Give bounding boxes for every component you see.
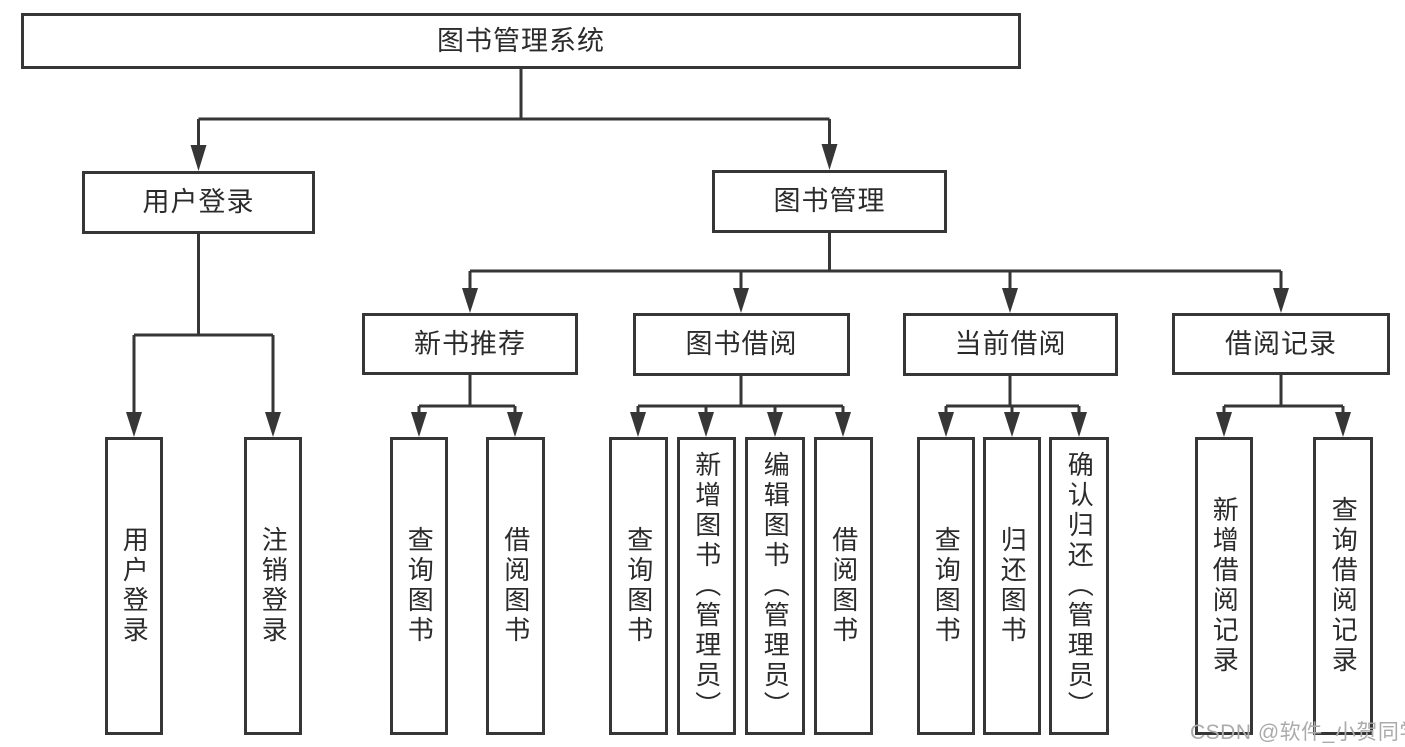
arrowhead: [821, 144, 838, 170]
csdn-watermark: CSDN @软件_小贺同学: [1190, 721, 1405, 744]
node-book-borrow: 图书借阅: [633, 313, 850, 376]
arrowhead: [1002, 288, 1018, 313]
leaf-label: 新增图书（管理员）: [692, 451, 721, 721]
leaf-label: 查询图书: [624, 526, 653, 646]
connector-borrow-group: [636, 376, 845, 414]
arrowhead: [507, 412, 523, 437]
node-new-book-recommend: 新书推荐: [362, 313, 578, 375]
connector-root-to-level2: [197, 69, 831, 148]
leaf-return-books: 归还图书: [983, 437, 1041, 735]
leaf-borrow-book: 借阅图书: [814, 437, 873, 735]
leaf-label: 注销登录: [258, 526, 288, 646]
arrowhead: [630, 412, 646, 437]
arrowhead: [733, 288, 749, 313]
leaf-user-login: 用户登录: [105, 437, 163, 735]
leaf-logout: 注销登录: [244, 437, 302, 735]
leaf-label: 查询图书: [931, 526, 961, 646]
leaf-label: 新增借阅记录: [1209, 496, 1239, 676]
arrowhead: [411, 412, 427, 437]
arrowhead: [462, 288, 478, 313]
node-borrow-records: 借阅记录: [1172, 313, 1390, 375]
arrowhead: [1216, 412, 1232, 437]
leaf-label: 借阅图书: [829, 526, 858, 646]
node-label: 用户登录: [142, 187, 255, 217]
leaf-add-book-admin: 新增图书（管理员）: [677, 437, 736, 735]
arrowhead: [1071, 412, 1087, 437]
leaf-confirm-return-admin: 确认归还（管理员）: [1049, 437, 1109, 735]
arrowhead: [1335, 412, 1351, 437]
arrowhead: [938, 412, 954, 437]
node-label: 图书借阅: [685, 329, 798, 359]
node-label: 图书管理: [773, 186, 886, 216]
leaf-label: 用户登录: [119, 526, 149, 646]
leaf-recommend-borrow-books: 借阅图书: [486, 437, 545, 735]
connector-login-group: [132, 234, 275, 414]
connector-records-group: [1222, 375, 1345, 414]
connector-recommend-group: [417, 375, 517, 414]
leaf-label: 查询图书: [404, 526, 434, 646]
arrowhead: [1004, 412, 1020, 437]
leaf-label: 借阅图书: [501, 526, 530, 646]
connector-management-to-level3: [468, 233, 1283, 291]
node-user-login: 用户登录: [82, 171, 315, 234]
arrowhead: [698, 412, 714, 437]
leaf-label: 编辑图书（管理员）: [760, 451, 790, 721]
leaf-label: 确认归还（管理员）: [1064, 451, 1094, 721]
arrowhead: [126, 412, 142, 437]
node-current-borrow: 当前借阅: [903, 313, 1118, 376]
node-label: 新书推荐: [414, 328, 526, 359]
arrowhead: [1273, 288, 1289, 313]
node-root-system: 图书管理系统: [21, 13, 1021, 69]
leaf-label: 归还图书: [997, 526, 1027, 646]
arrowhead: [190, 145, 207, 171]
leaf-query-borrow-record: 查询借阅记录: [1313, 437, 1373, 735]
leaf-current-query-books: 查询图书: [917, 437, 975, 735]
leaf-borrow-query-books: 查询图书: [609, 437, 668, 735]
leaf-edit-book-admin: 编辑图书（管理员）: [745, 437, 805, 735]
arrowhead: [265, 412, 281, 437]
arrowhead: [835, 412, 851, 437]
arrowhead: [767, 412, 783, 437]
leaf-add-borrow-record: 新增借阅记录: [1195, 437, 1253, 735]
node-label: 当前借阅: [954, 329, 1067, 359]
leaf-recommend-query-books: 查询图书: [390, 437, 448, 735]
leaf-label: 查询借阅记录: [1328, 496, 1358, 676]
connector-current-group: [944, 376, 1081, 414]
node-label: 借阅记录: [1225, 328, 1337, 359]
node-label: 图书管理系统: [437, 25, 605, 56]
node-book-management: 图书管理: [712, 170, 947, 233]
